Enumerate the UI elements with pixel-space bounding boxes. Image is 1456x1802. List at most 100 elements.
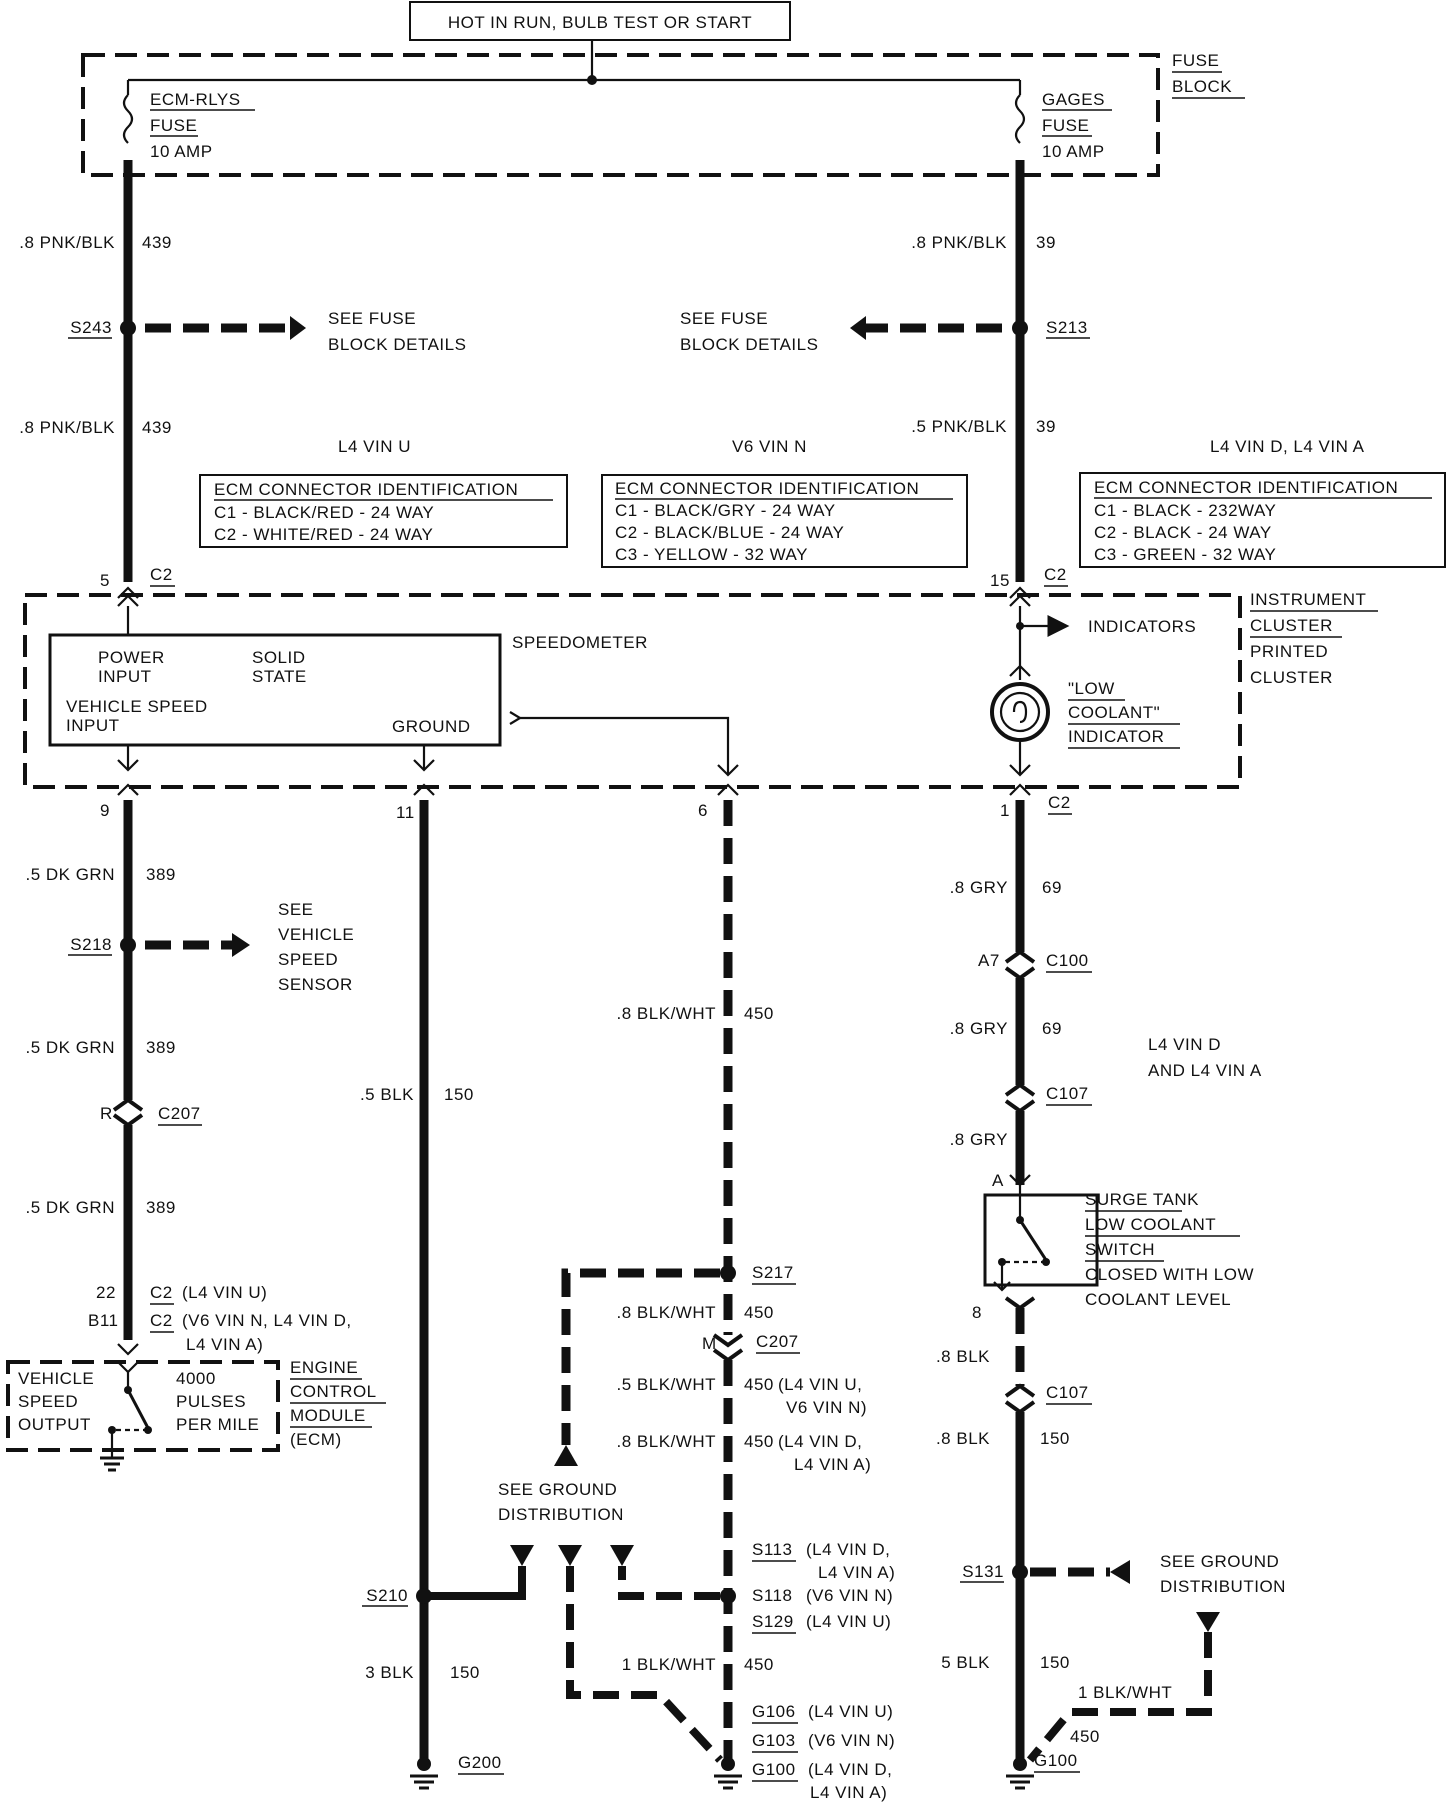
wire-450e-gauge: 1 BLK/WHT — [622, 1655, 716, 1674]
wire-439b-circuit: 439 — [142, 418, 172, 437]
variant-right-low-1: L4 VIN D — [1148, 1035, 1221, 1054]
switch-label-2: LOW COOLANT — [1085, 1215, 1216, 1234]
ecm-table-1-title: ECM CONNECTOR IDENTIFICATION — [214, 480, 518, 499]
fuse-details-left-1: SEE FUSE — [328, 309, 416, 328]
wire-69a-gauge: .8 GRY — [950, 878, 1008, 897]
splice-s213 — [1012, 320, 1028, 336]
g100-right-ground-icon — [1006, 1757, 1034, 1790]
wire-450d-note-1: (L4 VIN D, — [778, 1432, 862, 1451]
wire-450c-circuit: 450 — [744, 1375, 774, 1394]
vss-output-2: SPEED — [18, 1392, 78, 1411]
g103-label: G103 — [752, 1731, 796, 1750]
power-input-1: POWER — [98, 648, 165, 667]
wire-450c-note-2: V6 VIN N) — [786, 1398, 867, 1417]
splice-s218 — [120, 937, 136, 953]
left-fuse-rating: 10 AMP — [150, 142, 213, 161]
switch-label-3: SWITCH — [1085, 1240, 1155, 1259]
left-fuse-name: ECM-RLYS — [150, 90, 241, 109]
wire-450c-note-1: (L4 VIN U, — [778, 1375, 862, 1394]
pin-6: 6 — [698, 801, 708, 820]
wire-450b-circuit: 450 — [744, 1303, 774, 1322]
ecm-table-2-row-3: C3 - YELLOW - 32 WAY — [615, 545, 808, 564]
splice-s218-label: S218 — [70, 935, 112, 954]
left-fuse-label: FUSE — [150, 116, 197, 135]
c2-ecm-1-note: (L4 VIN U) — [182, 1283, 267, 1302]
see-vss-2: VEHICLE — [278, 925, 354, 944]
wire-39a-gauge: .8 PNK/BLK — [911, 233, 1007, 252]
ecm-label-3: MODULE — [290, 1406, 366, 1425]
g106-label: G106 — [752, 1702, 796, 1721]
wire-69b-gauge: .8 GRY — [950, 1019, 1008, 1038]
wire-150d-circuit-visible: 150 — [1040, 1429, 1070, 1448]
c100-label: C100 — [1046, 951, 1089, 970]
low-coolant-1: "LOW — [1068, 679, 1115, 698]
c2-top-right: C2 — [1044, 565, 1067, 584]
fuse-block-label-2: BLOCK — [1172, 77, 1232, 96]
see-vss-3: SPEED — [278, 950, 338, 969]
cluster-label-1: INSTRUMENT — [1250, 590, 1366, 609]
splice-s131-label: S131 — [962, 1562, 1004, 1581]
g200-label: G200 — [458, 1753, 502, 1772]
wire-450b-gauge: .8 BLK/WHT — [617, 1303, 716, 1322]
splice-s118-note: (V6 VIN N) — [806, 1586, 893, 1605]
splice-s131 — [1012, 1564, 1028, 1580]
switch-label-4: CLOSED WITH LOW — [1085, 1265, 1254, 1284]
solid-state-1: SOLID — [252, 648, 306, 667]
switch-label-5: COOLANT LEVEL — [1085, 1290, 1231, 1309]
surge-tank-switch-box — [983, 1193, 1099, 1287]
ecm-label-4: (ECM) — [290, 1430, 342, 1449]
c2-bottom-right: C2 — [1048, 793, 1071, 812]
splice-s243 — [120, 320, 136, 336]
splice-s113-note-2: L4 VIN A) — [818, 1563, 895, 1582]
c107-lower: C107 — [1046, 1383, 1089, 1402]
c207-left: C207 — [158, 1104, 201, 1123]
splice-s213-label: S213 — [1046, 318, 1088, 337]
variant-left: L4 VIN U — [338, 437, 411, 456]
ecm-table-3-row-1: C1 - BLACK - 232WAY — [1094, 501, 1276, 520]
wire-69c-gauge: .8 GRY — [950, 1130, 1008, 1149]
ecm-table-1: ECM CONNECTOR IDENTIFICATION C1 - BLACK/… — [199, 474, 568, 548]
vss-output-switch-icon — [126, 1389, 150, 1429]
ecm-outline — [6, 1360, 280, 1452]
wire-39a-circuit: 39 — [1036, 233, 1056, 252]
wire-39b-gauge: .5 PNK/BLK — [911, 417, 1007, 436]
low-coolant-switch-icon — [1018, 1219, 1048, 1261]
wire-389c-circuit: 389 — [146, 1198, 176, 1217]
splice-s129-note: (L4 VIN U) — [806, 1612, 891, 1631]
splice-s113-note-1: (L4 VIN D, — [806, 1540, 890, 1559]
power-label-box — [409, 1, 791, 41]
splice-s118 — [720, 1588, 736, 1604]
wire-439a-gauge: .8 PNK/BLK — [19, 233, 115, 252]
wire-150e-circuit: 150 — [1040, 1653, 1070, 1672]
g103-note: (V6 VIN N) — [808, 1731, 895, 1750]
c2-top-left: C2 — [150, 565, 173, 584]
right-fuse-label: FUSE — [1042, 116, 1089, 135]
wire-389a-gauge: .5 DK GRN — [25, 865, 115, 884]
ecm-table-1-row-1: C1 - BLACK/RED - 24 WAY — [214, 503, 434, 522]
wire-389a-circuit: 389 — [146, 865, 176, 884]
wire-450a-gauge: .8 BLK/WHT — [617, 1004, 716, 1023]
wire-450f-circuit: 450 — [1070, 1727, 1100, 1746]
gages-fuse-icon — [1014, 94, 1026, 144]
wire-450d-circuit: 450 — [744, 1432, 774, 1451]
pulses-1: 4000 — [176, 1369, 216, 1388]
variant-mid: V6 VIN N — [732, 437, 807, 456]
pin-1: 1 — [1000, 801, 1010, 820]
wire-450e-circuit: 450 — [744, 1655, 774, 1674]
pin-a7: A7 — [978, 951, 1000, 970]
vss-output-1: VEHICLE — [18, 1369, 94, 1388]
splice-s113-label: S113 — [752, 1540, 792, 1559]
fuse-details-right-1: SEE FUSE — [680, 309, 768, 328]
wire-150c-gauge: .8 BLK — [936, 1347, 990, 1366]
low-coolant-2: COOLANT" — [1068, 703, 1160, 722]
vss-output-3: OUTPUT — [18, 1415, 91, 1434]
variant-right: L4 VIN D, L4 VIN A — [1210, 437, 1365, 456]
wire-439b-gauge: .8 PNK/BLK — [19, 418, 115, 437]
splice-s210 — [416, 1588, 432, 1604]
ecm-label-2: CONTROL — [290, 1382, 377, 1401]
see-vss-1: SEE — [278, 900, 314, 919]
splice-s217-label: S217 — [752, 1263, 794, 1282]
right-fuse-rating: 10 AMP — [1042, 142, 1105, 161]
wire-150d-gauge: .8 BLK — [936, 1429, 990, 1448]
